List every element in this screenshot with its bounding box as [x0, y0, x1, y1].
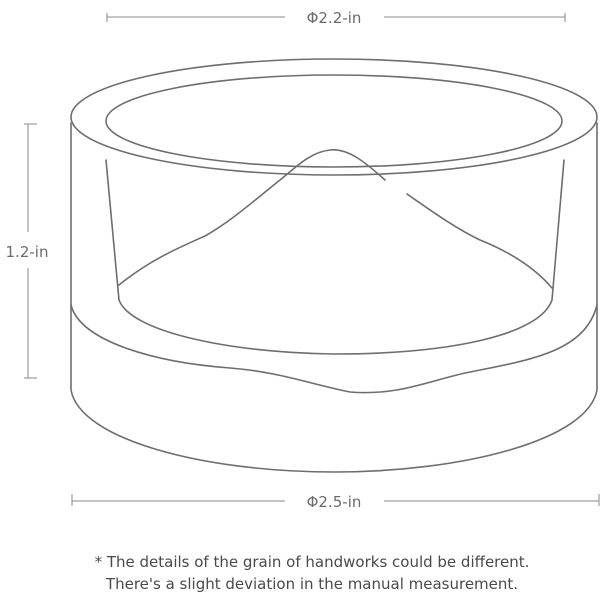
resin-layer	[70, 304, 598, 394]
height-dimension	[24, 123, 37, 379]
disclaimer-line-1: * The details of the grain of handworks …	[94, 553, 530, 571]
outer-body	[70, 122, 598, 473]
bottom-diameter-label: Φ2.5-in	[307, 493, 362, 511]
inner-wall-left	[105, 159, 120, 301]
inner-rim	[105, 74, 563, 168]
cone-left	[118, 149, 386, 286]
inner-wall-right	[551, 159, 565, 301]
outer-rim	[70, 58, 598, 176]
disclaimer-line-2: There's a slight deviation in the manual…	[105, 575, 519, 593]
top-diameter-label: Φ2.2-in	[307, 9, 362, 27]
bottom-diameter-dimension	[71, 494, 600, 506]
inner-base	[118, 299, 553, 355]
bowl-outline	[70, 58, 598, 473]
height-label: 1.2-in	[6, 243, 49, 261]
cone-right	[406, 193, 553, 289]
top-diameter-dimension	[106, 13, 566, 22]
